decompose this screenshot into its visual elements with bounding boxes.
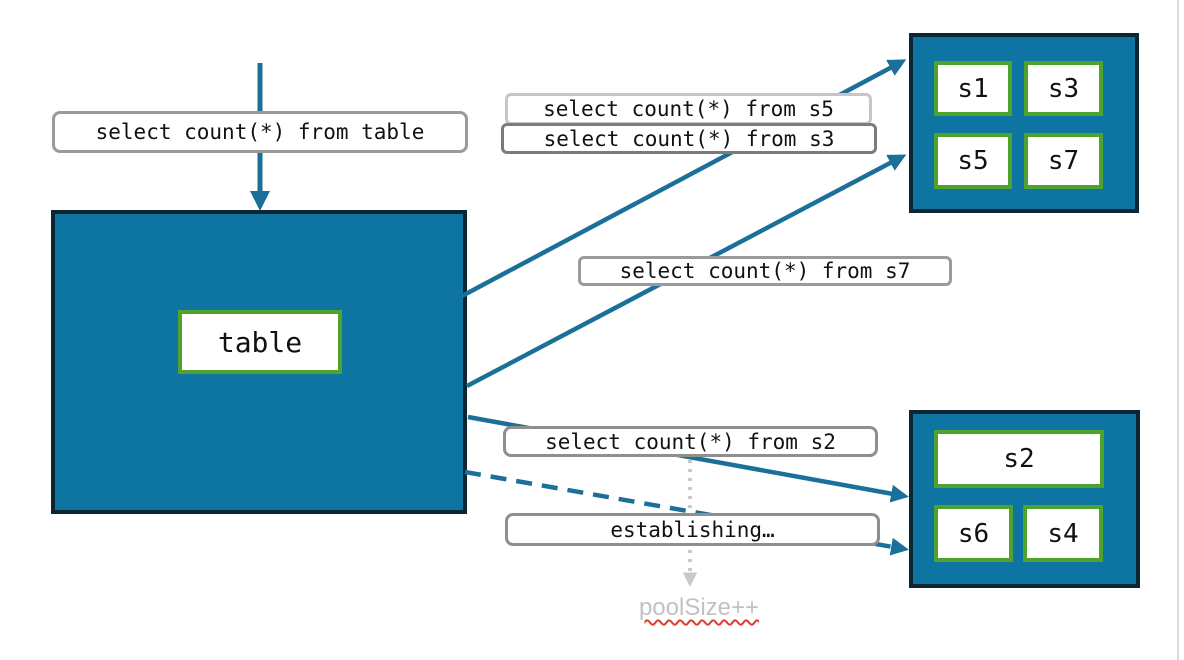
slide-right-edge-line (1177, 0, 1179, 660)
query-label-table: select count(*) from table (52, 111, 468, 153)
poolsize-note-text: poolSize++ (638, 594, 760, 621)
shard-s1: s1 (934, 61, 1012, 116)
shard-group-top: s1 s3 s5 s7 (909, 33, 1139, 213)
query-label-s5: select count(*) from s5 (505, 93, 872, 125)
shard-s5: s5 (934, 133, 1012, 189)
arrow-to-shards-bottom-dashed (464, 469, 909, 556)
query-label-s2-text: select count(*) from s2 (545, 429, 836, 454)
query-label-s7: select count(*) from s7 (578, 256, 952, 286)
query-label-s3: select count(*) from s3 (501, 123, 877, 154)
label-establishing: establishing… (505, 513, 880, 546)
shard-s4: s4 (1023, 505, 1103, 562)
shard-s5-label: s5 (957, 146, 989, 176)
query-label-s5-text: select count(*) from s5 (543, 97, 834, 121)
shard-s6-label: s6 (957, 518, 990, 549)
shard-s2: s2 (934, 430, 1104, 488)
query-label-s2: select count(*) from s2 (503, 426, 878, 457)
shard-s3: s3 (1024, 61, 1103, 116)
poolsize-note: poolSize++ (614, 594, 784, 622)
table-node-label: table (217, 325, 303, 359)
query-label-table-text: select count(*) from table (95, 120, 425, 144)
shard-s2-label: s2 (1003, 444, 1035, 474)
shard-s6: s6 (934, 505, 1013, 562)
query-label-s7-text: select count(*) from s7 (619, 259, 911, 283)
label-establishing-text: establishing… (610, 517, 775, 542)
shard-s7: s7 (1024, 133, 1103, 189)
shard-s7-label: s7 (1047, 146, 1080, 176)
shard-group-bottom: s2 s6 s4 (909, 410, 1140, 588)
query-label-s3-text: select count(*) from s3 (543, 126, 835, 151)
table-node: table (178, 310, 342, 374)
shard-s1-label: s1 (957, 73, 989, 104)
shard-s4-label: s4 (1047, 518, 1079, 549)
shard-s3-label: s3 (1047, 73, 1080, 104)
